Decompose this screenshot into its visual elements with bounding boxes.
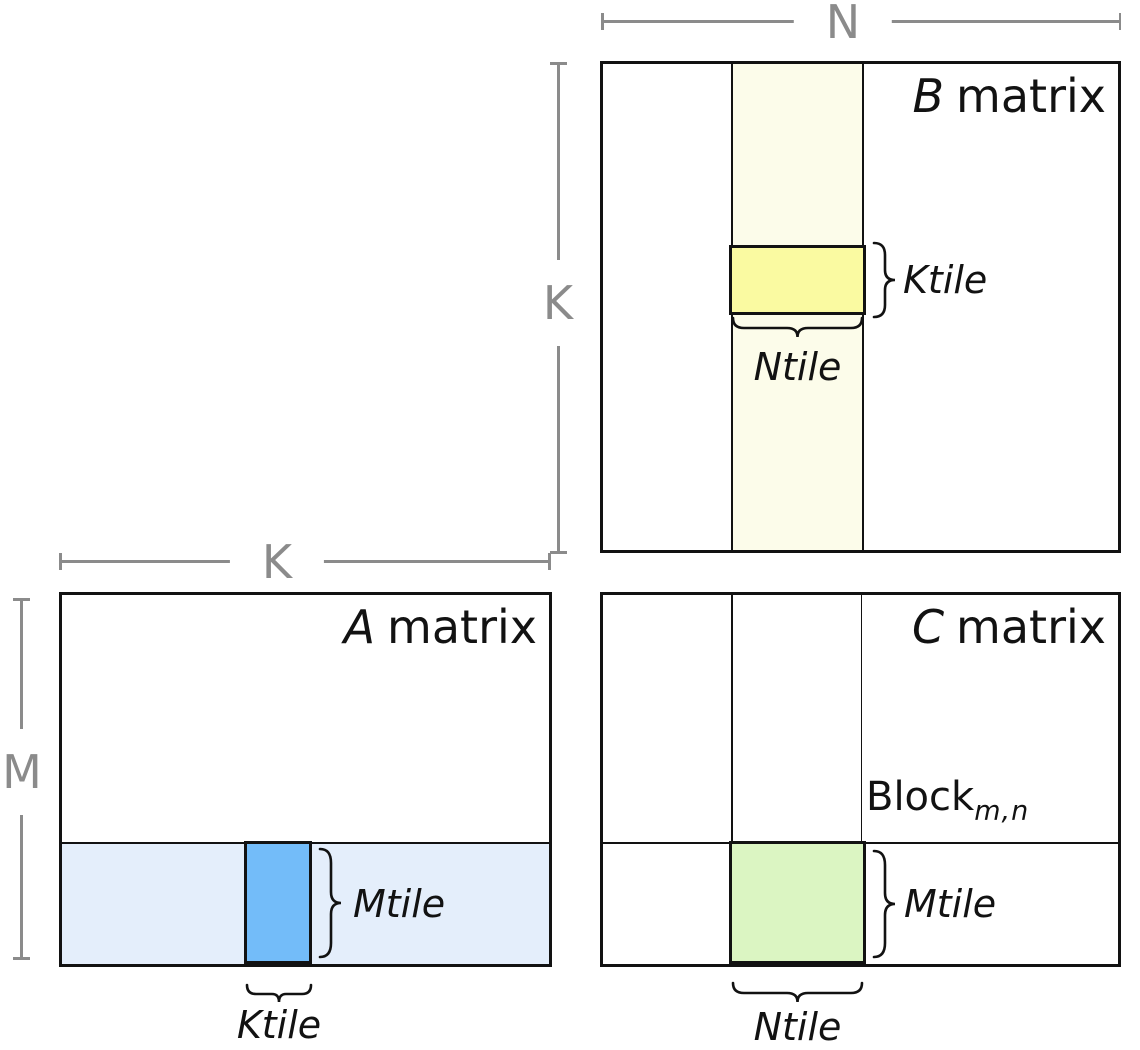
k-dimension-a-tick-right	[548, 553, 551, 570]
c-block-label-subscript: m,n	[974, 795, 1030, 827]
k-dimension-a-tick-left	[59, 553, 62, 570]
k-dimension-b-label: K	[540, 260, 576, 346]
k-dimension-a-label: K	[229, 539, 325, 585]
a-ktile-brace	[245, 983, 313, 1003]
b-ktile-ntile-tile	[729, 245, 866, 315]
n-dimension-tick-left	[601, 13, 604, 30]
c-mtile-brace	[872, 849, 896, 959]
c-block-label-base: Block	[866, 774, 975, 820]
c-ntile-label: Ntile	[753, 1005, 842, 1049]
b-ntile-label: Ntile	[753, 345, 842, 389]
b-ntile-brace	[731, 316, 864, 338]
c-block-label: Blockm,n	[866, 777, 1029, 824]
k-dimension-b-tick-bottom	[550, 551, 567, 554]
a-mtile-ktile-tile	[244, 841, 312, 964]
b-matrix-title-word: matrix	[956, 69, 1106, 123]
a-mtile-brace	[318, 847, 342, 959]
b-matrix-title-letter: B	[912, 69, 945, 123]
c-mtile-label: Mtile	[904, 882, 997, 926]
m-dimension-tick-top	[13, 598, 30, 601]
n-dimension-label: N	[793, 0, 893, 45]
c-column-line-right	[860, 595, 863, 964]
b-ktile-label: Ktile	[903, 258, 988, 302]
c-matrix-title-word: matrix	[956, 600, 1106, 654]
k-dimension-b-tick-top	[550, 62, 567, 65]
c-block-tile	[729, 841, 866, 964]
c-matrix-title-letter: C	[911, 600, 945, 654]
b-ktile-brace	[872, 241, 896, 319]
m-dimension-tick-bottom	[13, 957, 30, 960]
m-dimension-label: M	[0, 729, 44, 815]
a-matrix-title-word: matrix	[387, 600, 537, 654]
a-ktile-label: Ktile	[236, 1003, 322, 1047]
n-dimension-tick-right	[1118, 13, 1121, 30]
a-mtile-label: Mtile	[353, 882, 446, 926]
a-matrix-title-letter: A	[343, 600, 376, 654]
c-column-line-left	[731, 595, 733, 964]
c-ntile-brace	[731, 981, 864, 1003]
